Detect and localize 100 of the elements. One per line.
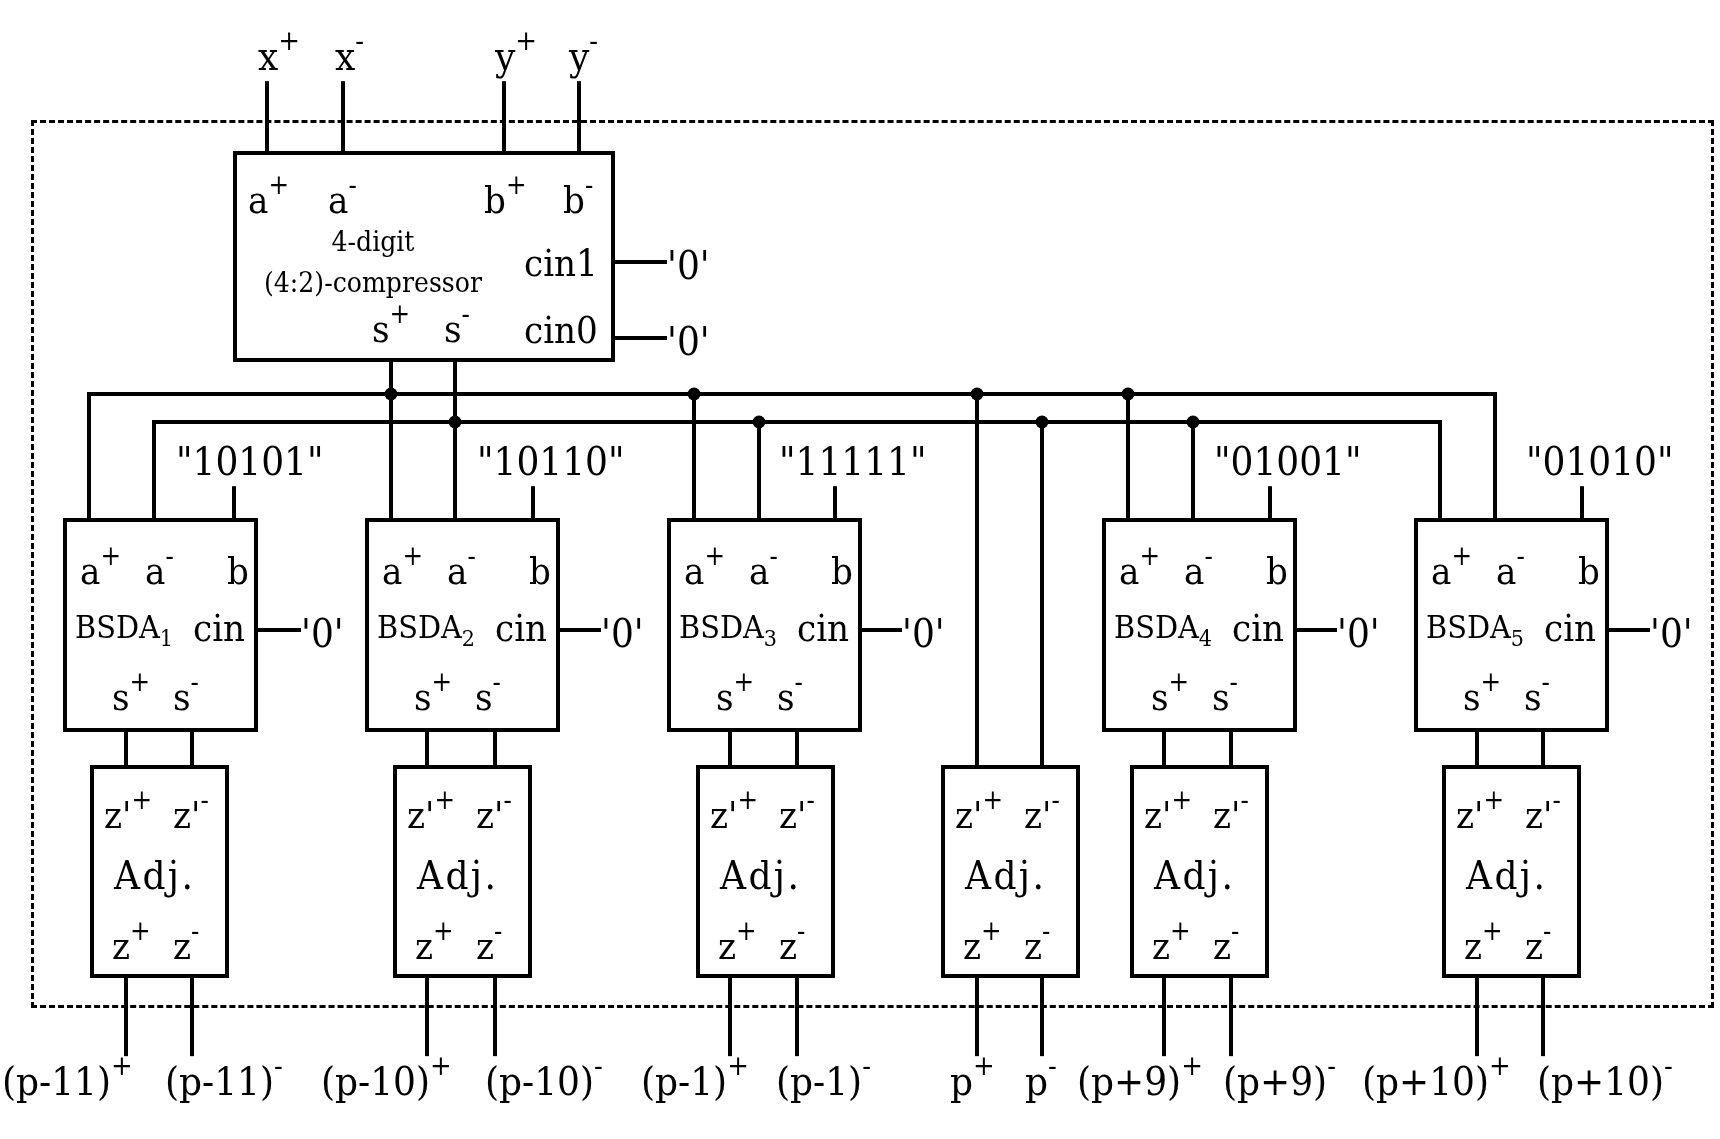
wire xyxy=(1475,732,1479,765)
port-label: cin xyxy=(1544,605,1597,653)
port-label: z$^{-}$ xyxy=(173,923,200,971)
port-label: s$^{-}$ xyxy=(777,674,803,722)
wire xyxy=(493,732,497,765)
wire xyxy=(560,628,601,632)
port-label: z$^{+}$ xyxy=(112,923,151,971)
signal-label: (p-10)$^{-}$ xyxy=(485,1056,603,1107)
signal-label: (p+9)$^{+}$ xyxy=(1077,1056,1203,1107)
signal-label: (p+10)$^{-}$ xyxy=(1537,1056,1673,1107)
wire xyxy=(124,732,128,765)
wire xyxy=(232,486,236,518)
block-name: BSDA$_{3}$ xyxy=(679,606,777,647)
wire xyxy=(502,81,506,151)
bit-string-label: "10110" xyxy=(477,436,625,487)
port-label: z'$^{-}$ xyxy=(1024,792,1060,840)
wire xyxy=(425,978,429,1057)
port-label: z'$^{-}$ xyxy=(1525,792,1561,840)
signal-label: p$^{+}$ xyxy=(950,1056,995,1107)
block-name: Adj. xyxy=(417,851,499,901)
port-label: a$^{-}$ xyxy=(328,177,357,225)
block-name: Adj. xyxy=(114,851,196,901)
port-label: b xyxy=(1266,548,1288,596)
port-label: s$^{+}$ xyxy=(1463,674,1502,722)
port-label: s$^{-}$ xyxy=(444,306,470,354)
port-label: z$^{+}$ xyxy=(415,923,454,971)
port-label: cin0 xyxy=(524,307,598,355)
signal-label: p$^{-}$ xyxy=(1025,1056,1057,1107)
port-label: z$^{-}$ xyxy=(1213,923,1240,971)
wire xyxy=(728,978,732,1057)
port-label: b xyxy=(529,548,551,596)
constant-label: '0' xyxy=(667,240,710,291)
adjust-block xyxy=(90,765,229,978)
port-label: z$^{+}$ xyxy=(718,923,757,971)
block-name: Adj. xyxy=(1154,851,1236,901)
port-label: b$^{+}$ xyxy=(484,177,527,225)
port-label: a$^{-}$ xyxy=(749,548,778,596)
port-label: s$^{+}$ xyxy=(372,306,411,354)
port-label: z$^{+}$ xyxy=(963,923,1002,971)
block-name: Adj. xyxy=(720,851,802,901)
port-label: z'$^{+}$ xyxy=(407,792,456,840)
wire xyxy=(1162,978,1166,1057)
port-label: z'$^{+}$ xyxy=(955,792,1004,840)
wire xyxy=(1040,978,1044,1057)
wire xyxy=(124,978,128,1057)
block-name: BSDA$_{4}$ xyxy=(1114,606,1212,647)
wire xyxy=(425,732,429,765)
port-label: a$^{+}$ xyxy=(684,548,725,596)
port-label: z'$^{-}$ xyxy=(173,792,209,840)
bit-string-label: "11111" xyxy=(779,436,927,487)
port-label: s$^{+}$ xyxy=(716,674,755,722)
port-label: b xyxy=(1578,548,1600,596)
adder-block xyxy=(1102,518,1297,732)
port-label: a$^{+}$ xyxy=(382,548,423,596)
wire xyxy=(795,978,799,1057)
adjust-block xyxy=(1130,765,1269,978)
port-label: s$^{-}$ xyxy=(1212,674,1238,722)
bit-string-label: "01010" xyxy=(1526,436,1674,487)
adjust-block xyxy=(696,765,835,978)
constant-label: '0' xyxy=(1337,608,1380,659)
port-label: a$^{+}$ xyxy=(80,548,121,596)
constant-label: '0' xyxy=(902,608,945,659)
wire xyxy=(1580,486,1584,518)
wire xyxy=(615,260,667,264)
port-label: z'$^{+}$ xyxy=(710,792,759,840)
block-name: Adj. xyxy=(1466,851,1548,901)
signal-label: y$^{-}$ xyxy=(569,31,599,82)
port-label: s$^{-}$ xyxy=(475,674,501,722)
wire xyxy=(975,978,979,1057)
wire xyxy=(1229,978,1233,1057)
signal-label: (p+10)$^{+}$ xyxy=(1362,1056,1511,1107)
block-name: BSDA$_{1}$ xyxy=(75,606,173,647)
wire xyxy=(531,486,535,518)
port-label: cin xyxy=(495,605,548,653)
signal-label: x$^{-}$ xyxy=(335,31,365,82)
port-label: z'$^{+}$ xyxy=(1144,792,1193,840)
port-label: z$^{+}$ xyxy=(1152,923,1191,971)
port-label: z$^{+}$ xyxy=(1464,923,1503,971)
port-label: a$^{-}$ xyxy=(1496,548,1525,596)
port-label: cin1 xyxy=(524,240,598,288)
block-title: 4-digit (4:2)-compressor xyxy=(263,224,483,301)
wire xyxy=(577,81,581,151)
block-name: BSDA$_{5}$ xyxy=(1426,606,1524,647)
adder-block xyxy=(365,518,560,732)
wire xyxy=(341,81,345,151)
adjust-block xyxy=(941,765,1080,978)
signal-label: (p-11)$^{-}$ xyxy=(165,1056,283,1107)
wire xyxy=(1162,732,1166,765)
bit-string-label: "01001" xyxy=(1214,436,1362,487)
port-label: cin xyxy=(193,605,246,653)
port-label: cin xyxy=(1232,605,1285,653)
wire xyxy=(1297,628,1337,632)
port-label: b$^{-}$ xyxy=(563,177,594,225)
port-label: b xyxy=(227,548,249,596)
port-label: z'$^{-}$ xyxy=(1213,792,1249,840)
port-label: a$^{-}$ xyxy=(447,548,476,596)
port-label: a$^{+}$ xyxy=(1431,548,1472,596)
dashed-frame xyxy=(31,120,1714,1008)
wire xyxy=(1541,978,1545,1057)
signal-label: (p-10)$^{+}$ xyxy=(321,1056,452,1107)
